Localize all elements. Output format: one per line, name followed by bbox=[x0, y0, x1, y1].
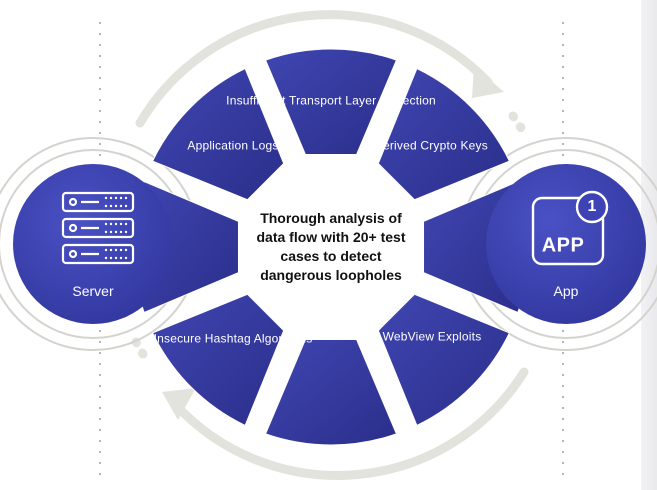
orbit-arrowhead-bottom bbox=[162, 388, 196, 420]
server-rack-dots bbox=[104, 196, 128, 260]
orbit-arrowhead-top bbox=[472, 66, 504, 98]
segment-bottom-right bbox=[377, 293, 510, 426]
center-summary-text: Thorough analysis of data flow with 20+ … bbox=[256, 210, 406, 283]
segment-label-webview-exploits: WebView Exploits bbox=[382, 329, 482, 344]
app-icon-text: APP bbox=[541, 234, 585, 257]
segment-label-insecure-hashtag: Insecure Hashtag Algorithms bbox=[153, 331, 313, 346]
app-badge-icon bbox=[531, 190, 609, 266]
segment-top-left bbox=[152, 68, 285, 201]
orbit-dash-right bbox=[508, 111, 526, 133]
segment-label-derived-crypto-keys: Derived Crypto Keys bbox=[374, 138, 488, 153]
orbit-arrow-bottom bbox=[171, 367, 529, 480]
server-rack-icon bbox=[61, 191, 135, 265]
app-label: App bbox=[553, 283, 579, 299]
segment-bottom bbox=[265, 339, 397, 446]
segment-top-right bbox=[377, 68, 510, 201]
segment-label-application-logs: Application Logs bbox=[187, 138, 279, 153]
segment-label-insufficient-transport: Insufficient Transport Layer Protection bbox=[226, 93, 436, 108]
server-label: Server bbox=[72, 283, 114, 299]
orbit-arrow-top bbox=[135, 10, 493, 128]
orbit-dash-left bbox=[131, 337, 148, 359]
app-badge-circle bbox=[575, 190, 609, 224]
right-edge-panel bbox=[641, 0, 657, 490]
app-badge-count: 1 bbox=[587, 198, 597, 215]
segment-bottom-left bbox=[152, 293, 285, 426]
segment-top bbox=[265, 48, 397, 155]
segment-group bbox=[132, 48, 530, 446]
